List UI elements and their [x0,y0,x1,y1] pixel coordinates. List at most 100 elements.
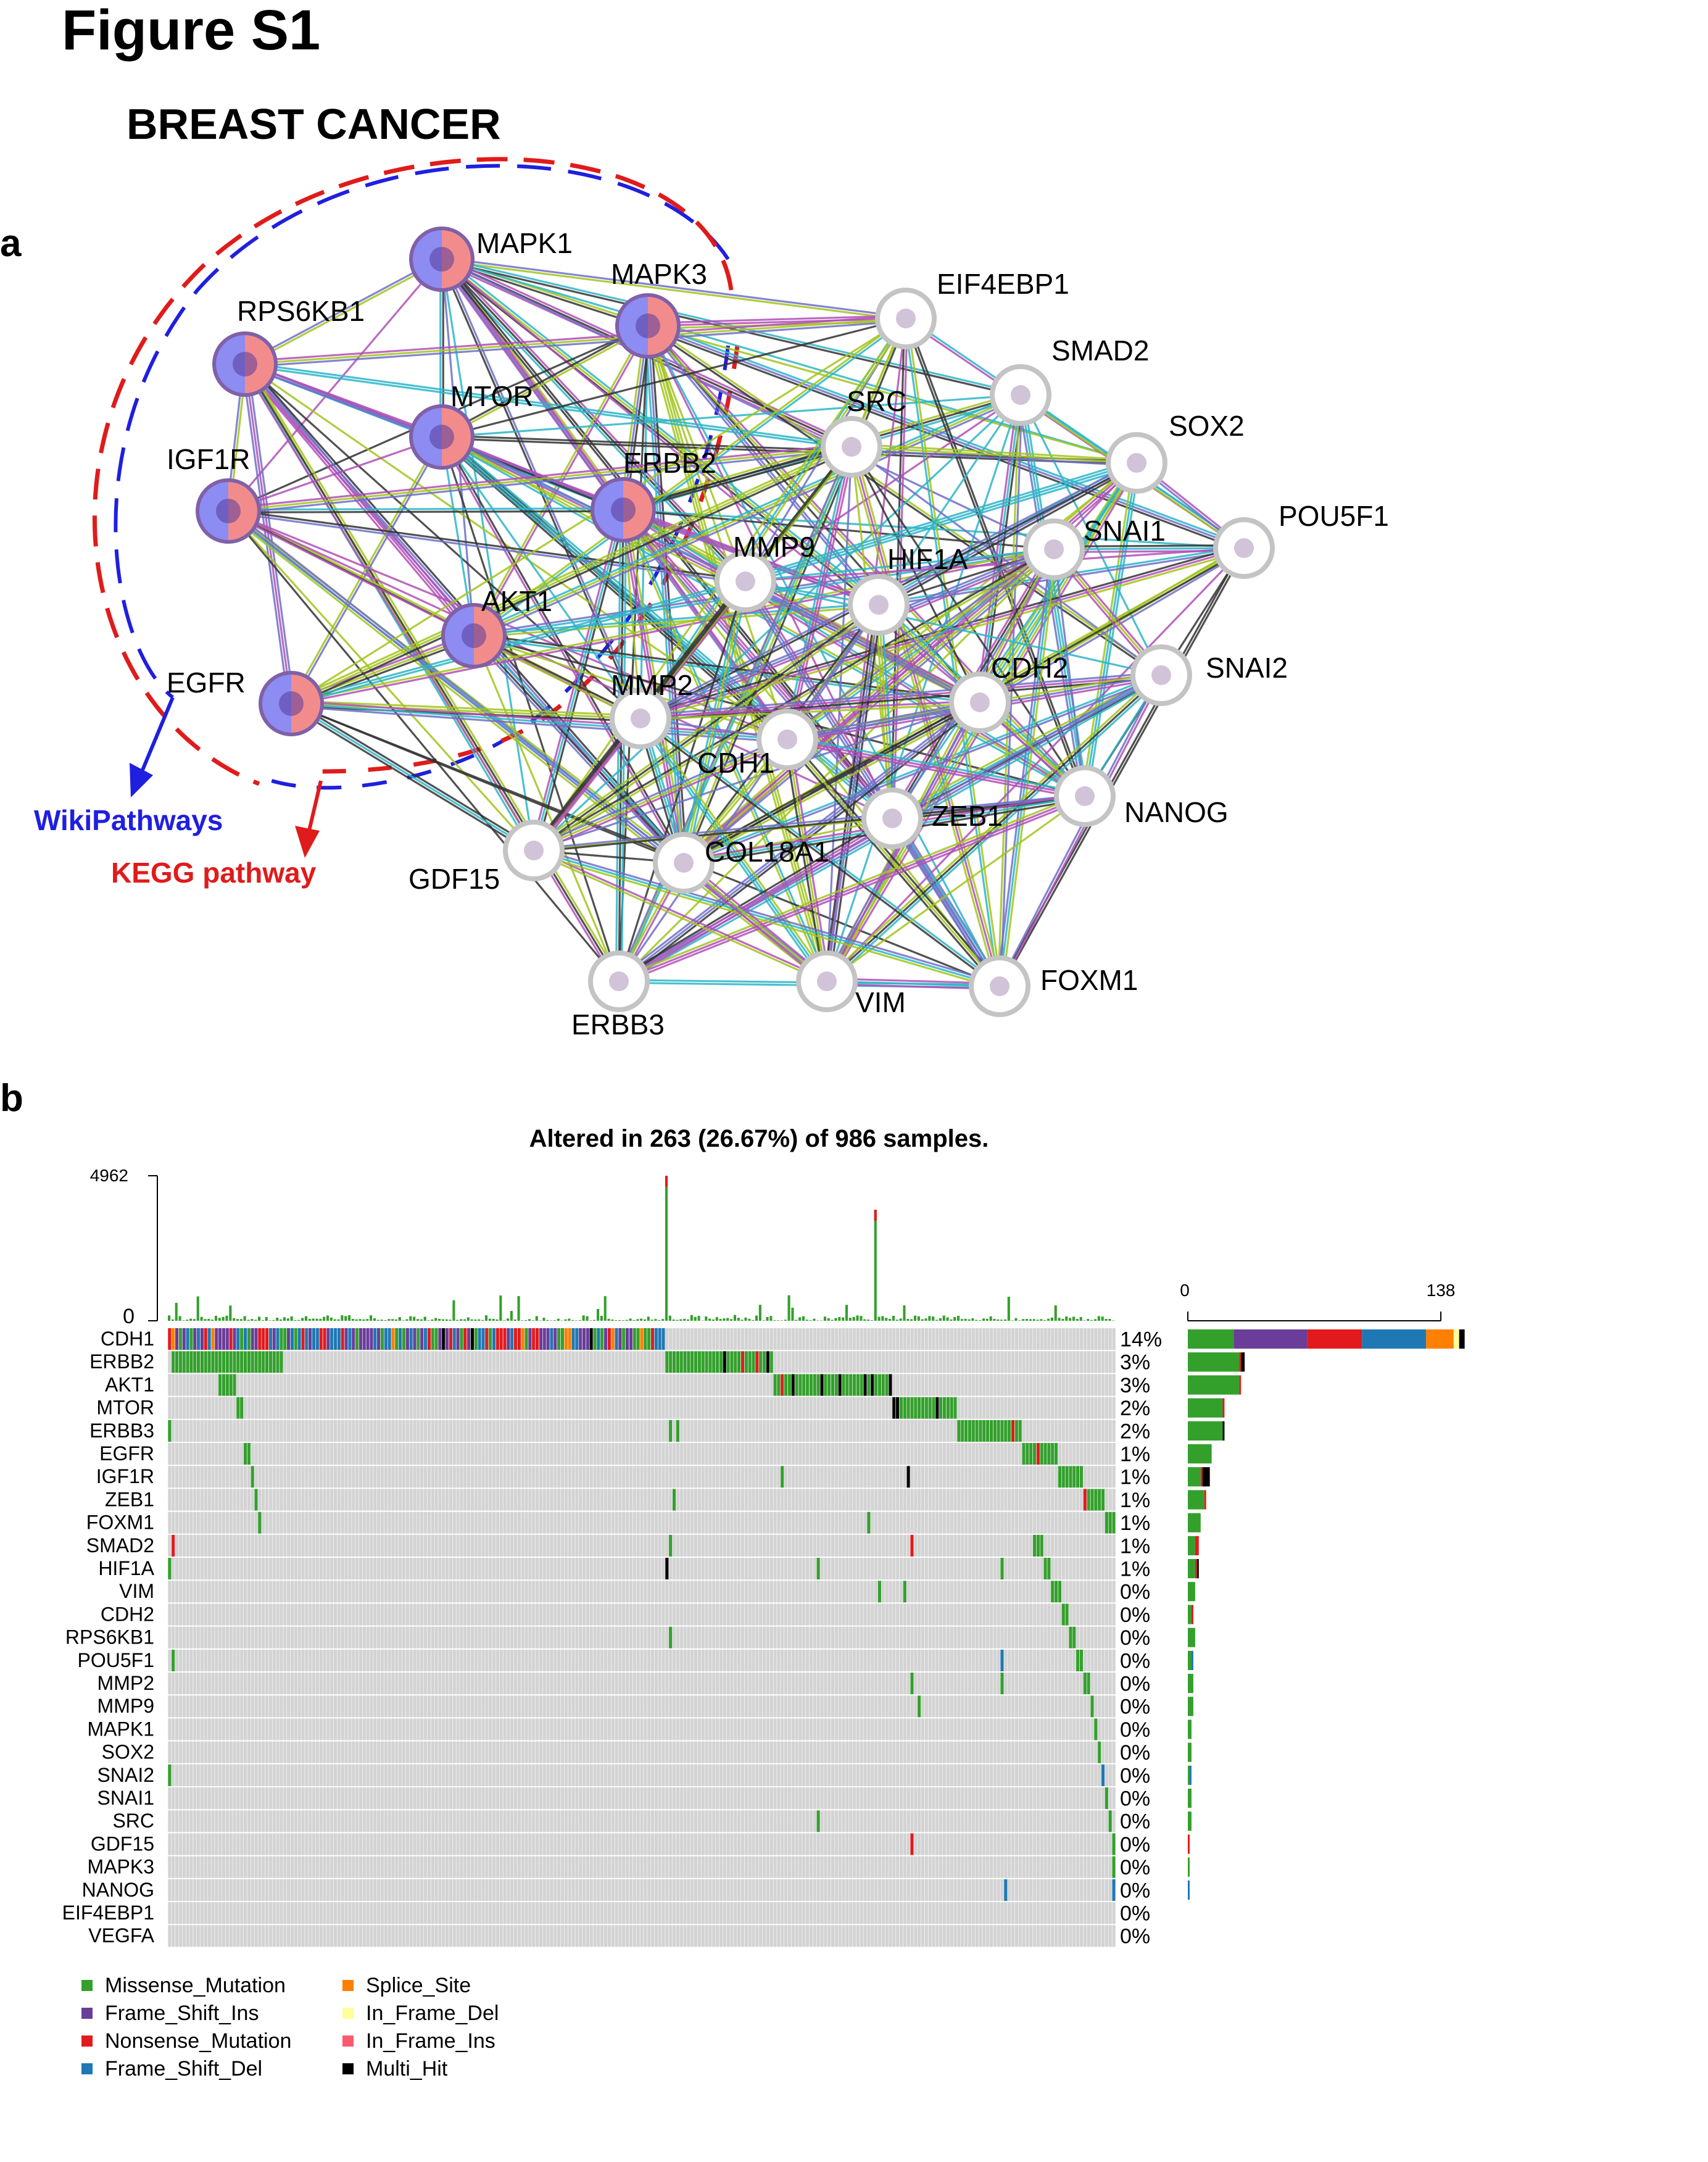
node-label-ERBB3: ERBB3 [571,1008,665,1041]
node-EGFR [259,671,324,736]
gene-labels: CDH1ERBB2AKT1MTORERBB3EGFRIGF1RZEB1FOXM1… [62,1328,155,1947]
tmb-bar [211,1320,214,1321]
edge-MTOR-EGFR [291,437,444,705]
side-bar-CDH1 [1362,1329,1427,1349]
tmb-bar [207,1318,210,1321]
tmb-barplot [148,1175,1115,1321]
tmb-bar [1014,1318,1018,1321]
tmb-bar [924,1318,927,1321]
node-GDF15 [503,820,565,881]
node-ring [653,832,715,894]
tmb-bar [233,1318,236,1321]
matrix-cell-EGFR [1022,1443,1026,1465]
side-bar-MMP2 [1188,1674,1193,1694]
matrix-cell-ZEB1 [1093,1489,1098,1511]
matrix-cell-CDH1 [524,1328,528,1350]
side-bar-POU5F1 [1191,1650,1193,1670]
matrix-cell-CDH1 [460,1328,463,1350]
matrix-cell-CDH1 [589,1328,593,1350]
matrix-cell-ZEB1 [1090,1489,1094,1511]
side-bar-GDF15 [1188,1834,1190,1854]
node-ring [949,671,1011,733]
matrix-cell-CDH1 [550,1328,553,1350]
tmb-bar [740,1320,744,1321]
edge-CDH2-ERBB3 [616,699,979,980]
matrix-cell-ERBB2 [214,1351,218,1373]
matrix-cell-CDH1 [495,1328,499,1350]
node-half-red [648,295,679,357]
matrix-cell-CDH1 [441,1328,446,1350]
matrix-cell-AKT1 [798,1374,802,1396]
matrix-cell-AKT1 [881,1374,885,1396]
matrix-cell-AKT1 [860,1374,863,1396]
tmb-bar [658,1320,661,1321]
protein-structure-icon [1127,453,1146,473]
edge-POU5F1-SNAI1 [1053,547,1245,551]
matrix-cell-CDH1 [370,1328,373,1350]
edge-CDH1-NANOG [787,736,1086,795]
matrix-cell-MTOR [921,1397,925,1419]
matrix-cell-AKT1 [802,1374,806,1396]
tmb-bar [1043,1320,1047,1321]
side-barplot [1187,1312,1465,1900]
tmb-bar [413,1316,416,1321]
matrix-cell-RPS6KB1 [1069,1626,1072,1649]
matrix-cell-CDH1 [258,1328,262,1350]
mutation-matrix [167,1327,1116,1948]
tmb-bar [1032,1319,1035,1321]
matrix-cell-CDH1 [593,1328,597,1350]
matrix-cell-CDH1 [272,1328,276,1350]
matrix-cell-AKT1 [784,1374,788,1396]
matrix-cell-EGFR [1054,1443,1058,1465]
matrix-cell-VIM [1050,1581,1055,1603]
kegg-arc-lower [320,345,740,774]
gene-label-VIM: VIM [119,1580,154,1602]
edge-GDF15-FOXM1 [533,852,1000,990]
edge-SRC-SOX2 [852,443,1137,462]
matrix-cell-CDH1 [319,1328,323,1350]
protein-structure-icon [842,437,861,457]
matrix-cell-ERBB3 [1003,1420,1008,1442]
edge-SRC-SOX2 [851,446,1137,464]
node-RPS6KB1 [212,331,278,397]
side-bar-SMAD2 [1188,1536,1195,1555]
matrix-cell-CDH1 [308,1328,312,1350]
tmb-bar [636,1319,639,1321]
matrix-cell-HIF1A [1047,1558,1051,1580]
edge-CDH1-FOXM1 [784,740,998,989]
tmb-bar [247,1320,250,1321]
percent-label-MMP2: 0% [1120,1673,1150,1696]
percent-label-SNAI1: 0% [1120,1787,1150,1811]
edge-SOX2-HIF1A [879,464,1138,609]
edge-MTOR-ERBB3 [441,436,620,982]
matrix-cell-ERBB2 [726,1351,730,1373]
edge-MTOR-AKT1 [441,436,475,636]
matrix-cell-AKT1 [831,1374,835,1396]
tmb-bar [380,1320,383,1321]
node-label-ERBB2: ERBB2 [623,447,716,479]
matrix-cell-CDH1 [239,1328,244,1350]
gene-label-SRC: SRC [112,1810,154,1832]
matrix-cell-ERBB2 [719,1351,723,1373]
matrix-cell-CDH1 [341,1328,344,1350]
tmb-bar [989,1316,992,1321]
edge-IGF1R-ERBB3 [227,510,620,983]
matrix-cell-AKT1 [838,1374,842,1396]
edge-POU5F1-FOXM1 [1000,548,1246,987]
tmb-bar [376,1320,379,1321]
matrix-cell-POU5F1 [1076,1649,1080,1671]
matrix-cell-ERBB3 [960,1420,964,1442]
tmb-bar [629,1318,632,1321]
tmb-bar [1093,1319,1097,1321]
matrix-cell-IGF1R [1069,1466,1072,1488]
matrix-cell-CDH1 [564,1328,568,1350]
matrix-cell-CDH1 [315,1328,319,1350]
edge-NANOG-ERBB3 [617,792,1084,980]
node-label-SOX2: SOX2 [1169,410,1245,442]
edge-EGFR-SNAI1 [291,549,1055,706]
tmb-bar [280,1319,283,1321]
tmb-bar [809,1320,812,1321]
matrix-cell-MMP2 [1087,1673,1090,1695]
node-label-RPS6KB1: RPS6KB1 [237,295,365,327]
tmb-bar [229,1305,232,1321]
